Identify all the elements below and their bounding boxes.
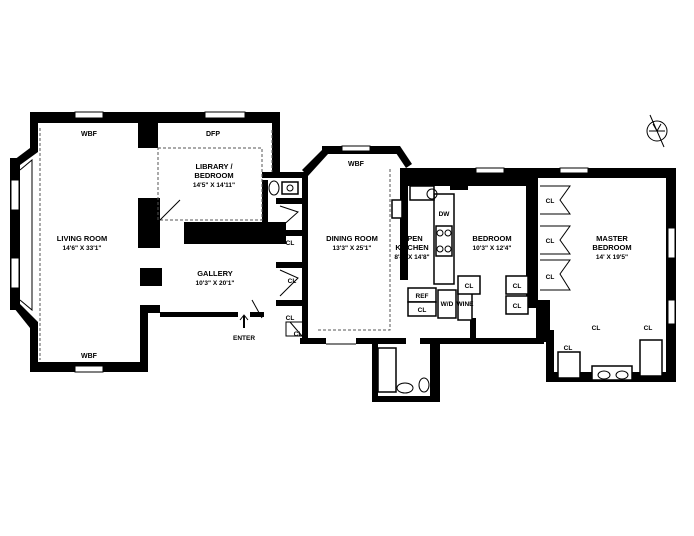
closet-label: CL	[418, 307, 427, 314]
closet-label: CL	[546, 238, 555, 245]
closet-label: CL	[288, 278, 297, 285]
dining-room-dims: 13'3" X 25'1"	[333, 245, 372, 252]
wbf-label-bottom: WBF	[81, 353, 98, 360]
wd-label: W/D	[441, 301, 454, 308]
fixture-labels: WBF WBF WBF DFP DW REF W/D WINE ENTER CL…	[81, 131, 652, 360]
kitchen-name-line2: KITCHEN	[395, 243, 428, 252]
closet-label: CL	[546, 198, 555, 205]
dw-label: DW	[439, 211, 451, 218]
closet-label: CL	[465, 283, 474, 290]
dfp-label: DFP	[206, 131, 220, 138]
enter-label: ENTER	[233, 335, 255, 342]
closet-label: CL	[513, 303, 522, 310]
closet-label: CL	[286, 315, 295, 322]
wbf-label-dining: WBF	[348, 161, 365, 168]
bedroom-dims: 10'3" X 12'4"	[473, 245, 512, 252]
room-labels: LIVING ROOM 14'6" X 33'1" LIBRARY / BEDR…	[57, 162, 632, 287]
closet-label: CL	[294, 331, 303, 338]
closet-label: CL	[564, 345, 573, 352]
ref-label: REF	[416, 293, 429, 300]
walls	[10, 112, 676, 402]
living-room-name: LIVING ROOM	[57, 234, 107, 243]
gallery-name: GALLERY	[197, 269, 233, 278]
closet-label: CL	[644, 325, 653, 332]
library-name-line2: BEDROOM	[194, 171, 233, 180]
wine-label: WINE	[457, 301, 475, 308]
gallery-dims: 10'3" X 20'1"	[196, 280, 235, 287]
closet-label: CL	[592, 325, 601, 332]
wbf-label-top: WBF	[81, 131, 98, 138]
library-name-line1: LIBRARY /	[195, 162, 233, 171]
kitchen-dims: 8'4" X 14'8"	[394, 254, 429, 261]
dining-room-name: DINING ROOM	[326, 234, 378, 243]
closet-label: CL	[546, 274, 555, 281]
closet-label: CL	[286, 240, 295, 247]
living-room-dims: 14'6" X 33'1"	[63, 245, 102, 252]
windows	[10, 111, 676, 373]
master-bedroom-name-line1: MASTER	[596, 234, 628, 243]
master-bedroom-name-line2: BEDROOM	[592, 243, 631, 252]
interior-details	[19, 114, 668, 394]
bedroom-name: BEDROOM	[472, 234, 511, 243]
kitchen-name-line1: OPEN	[401, 234, 422, 243]
library-dims: 14'5" X 14'11"	[193, 182, 235, 189]
master-bedroom-dims: 14' X 19'5"	[596, 254, 628, 261]
closet-label: CL	[513, 283, 522, 290]
